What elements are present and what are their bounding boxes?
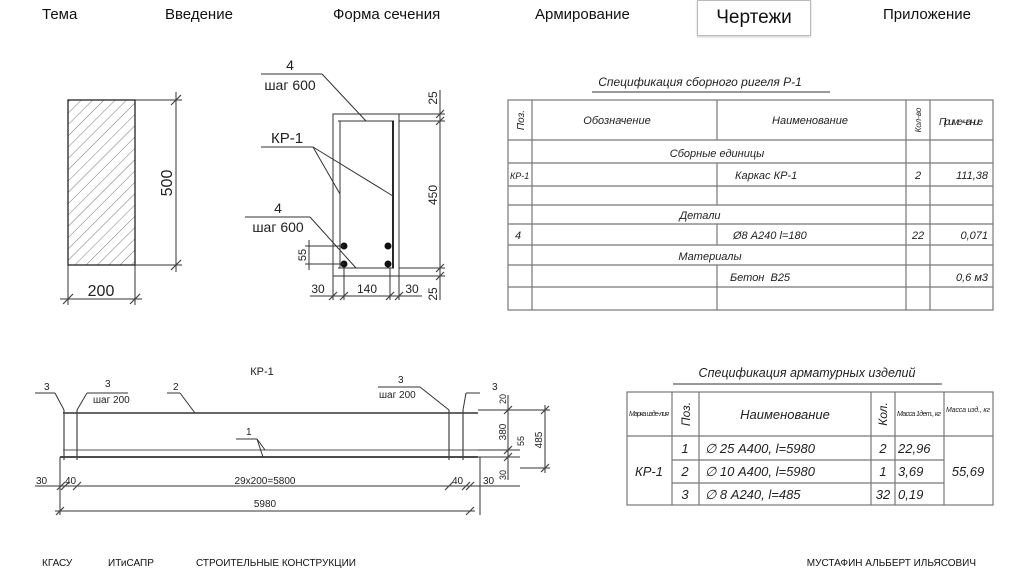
dim-right-40: 40 <box>452 476 464 487</box>
dim-380: 380 <box>498 423 509 440</box>
header-pos: Поз. <box>679 402 693 426</box>
dim-width: 200 <box>88 283 115 300</box>
cell-pos: 3 <box>681 487 689 502</box>
nav-section-shape[interactable]: Форма сечения <box>333 6 441 23</box>
nav-reinforcement[interactable]: Армирование <box>535 6 630 23</box>
cell-note: 111,38 <box>956 170 989 182</box>
dim-right-30: 30 <box>405 282 419 296</box>
cell-note: 0,6 м3 <box>956 272 989 284</box>
header-mass-unit: Масса 1дет., кг <box>897 410 942 418</box>
header-mass-total: Масса изд., кг <box>946 406 991 414</box>
cell-mass: 0,19 <box>898 487 923 502</box>
cell-total-mass: 55,69 <box>952 464 985 479</box>
header-qty: Кол. <box>876 402 890 426</box>
dim-span: 29х200=5800 <box>235 476 296 487</box>
dim-30: 30 <box>498 470 508 480</box>
header-pos: Поз. <box>516 110 527 130</box>
label-3b: 3 <box>105 379 111 390</box>
cell-name: Ø8 А240 l=180 <box>732 230 808 242</box>
cell-pos: 2 <box>680 464 689 479</box>
spec-rebar-title: Спецификация арматурных изделий <box>699 366 916 380</box>
cell-name: ∅ 8 А240, l=485 <box>705 487 801 502</box>
section-shape-drawing: 500 200 <box>60 92 182 305</box>
cell-name: Каркас КР-1 <box>735 170 797 182</box>
dim-right-30: 30 <box>483 476 495 487</box>
dim-center-140: 140 <box>357 282 377 296</box>
dim-height: 500 <box>159 170 176 197</box>
cell-pos: КР-1 <box>510 171 529 181</box>
spec-girder-table: Спецификация сборного ригеля Р-1 Поз. Об… <box>507 75 994 311</box>
dim-left-30: 30 <box>311 282 325 296</box>
cell-note: 0,071 <box>960 230 988 242</box>
header-designation: Обозначение <box>583 115 650 127</box>
cell-name: ∅ 25 А400, l=5980 <box>705 441 816 456</box>
cell-qty: 22 <box>911 230 924 242</box>
label-1: 1 <box>246 427 252 438</box>
cell-qty: 32 <box>876 487 891 502</box>
section-assemblies: Сборные единицы <box>670 148 764 160</box>
dim-total: 5980 <box>254 499 277 510</box>
dim-top-cover: 25 <box>426 91 440 105</box>
footer-dept: ИТиСАПР <box>108 558 154 569</box>
spec-rebar-table: Спецификация арматурных изделий Марка из… <box>626 366 994 506</box>
frame-drawing: КР-1 3 3 шаг 200 2 1 3 шаг 200 3 30 40 2… <box>35 366 550 516</box>
dim-left-30: 30 <box>36 476 48 487</box>
footer-org: КГАСУ <box>42 558 73 569</box>
rebar-bar <box>384 260 392 268</box>
dim-485: 485 <box>534 431 545 448</box>
cell-mass: 22,96 <box>897 441 931 456</box>
header-mark: Марка изде-лия <box>629 410 669 418</box>
nav-introduction[interactable]: Введение <box>165 6 233 23</box>
nav-drawings[interactable]: Чертежи <box>697 0 811 36</box>
cell-pos: 4 <box>515 230 521 242</box>
header-note: Приме-чание <box>939 117 983 128</box>
frame-title: КР-1 <box>250 366 274 378</box>
nav-appendix[interactable]: Приложение <box>883 6 971 23</box>
section-details: Детали <box>677 210 720 222</box>
header-name: Наименование <box>740 407 830 422</box>
label-2: 2 <box>173 382 179 393</box>
leader-bottom-step: шаг 600 <box>252 219 304 235</box>
cell-name: ∅ 10 А400, l=5980 <box>705 464 816 479</box>
label-3d: 3 <box>492 382 498 393</box>
dim-20: 20 <box>498 394 508 404</box>
footer-author: МУСТАФИН АЛЬБЕРТ ИЛЬЯСОВИЧ <box>806 558 976 569</box>
label-step-right: шаг 200 <box>379 390 416 401</box>
section-rebar-drawing: 4 шаг 600 КР-1 4 шаг 600 25 450 25 55 30… <box>245 57 445 301</box>
header-name: Наименование <box>772 115 848 127</box>
label-3c: 3 <box>398 375 404 386</box>
cell-qty: 1 <box>879 464 886 479</box>
leader-top-step: шаг 600 <box>264 77 316 93</box>
leader-top-pos: 4 <box>286 57 294 73</box>
cell-mark: КР-1 <box>635 464 663 479</box>
cell-name: Бетон В25 <box>730 272 791 284</box>
rebar-bar <box>384 242 392 250</box>
spec-girder-title: Спецификация сборного ригеля Р-1 <box>598 75 802 89</box>
dim-left-40: 40 <box>65 476 77 487</box>
nav-topic[interactable]: Тема <box>42 6 78 23</box>
leader-frame: КР-1 <box>271 130 303 147</box>
section-materials: Материалы <box>678 251 741 263</box>
header-qty: Кол-во <box>914 107 923 132</box>
leader-bottom-pos: 4 <box>274 200 282 216</box>
label-3a: 3 <box>44 382 50 393</box>
dim-bottom-cover: 25 <box>426 287 440 301</box>
dim-height-450: 450 <box>426 185 440 205</box>
label-step-left: шаг 200 <box>93 395 130 406</box>
footer-subject: СТРОИТЕЛЬНЫЕ КОНСТРУКЦИИ <box>196 558 356 569</box>
cell-qty: 2 <box>914 170 921 182</box>
dim-55: 55 <box>516 436 526 446</box>
dim-bar-gap: 55 <box>297 249 309 261</box>
cell-pos: 1 <box>681 441 688 456</box>
cell-qty: 2 <box>878 441 887 456</box>
cell-mass: 3,69 <box>898 464 923 479</box>
